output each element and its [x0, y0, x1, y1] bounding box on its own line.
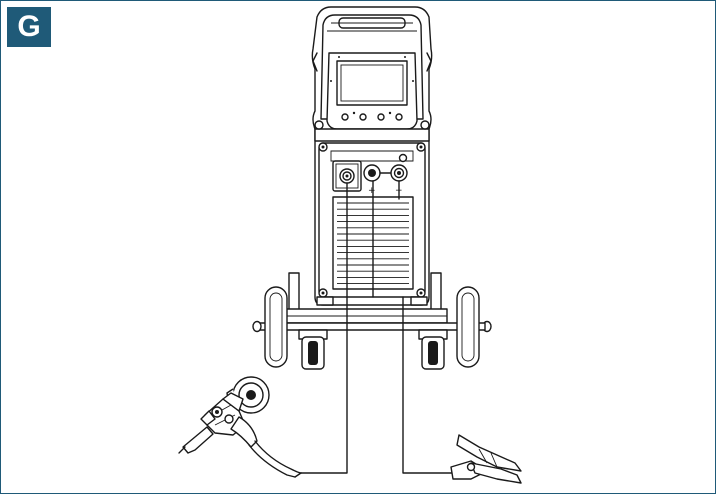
welding-machine-icon: + − [311, 6, 433, 306]
positive-terminal-symbol: + [368, 186, 376, 196]
right-castor [418, 329, 448, 370]
mig-torch-icon [178, 392, 302, 478]
right-wheel [456, 286, 480, 368]
figure-badge: G [7, 7, 51, 47]
earth-clamp-icon [450, 434, 522, 484]
trolley [252, 272, 492, 370]
left-castor [298, 329, 328, 370]
left-wheel [264, 286, 288, 368]
torch-cable [300, 182, 348, 474]
earth-cable [372, 180, 454, 474]
